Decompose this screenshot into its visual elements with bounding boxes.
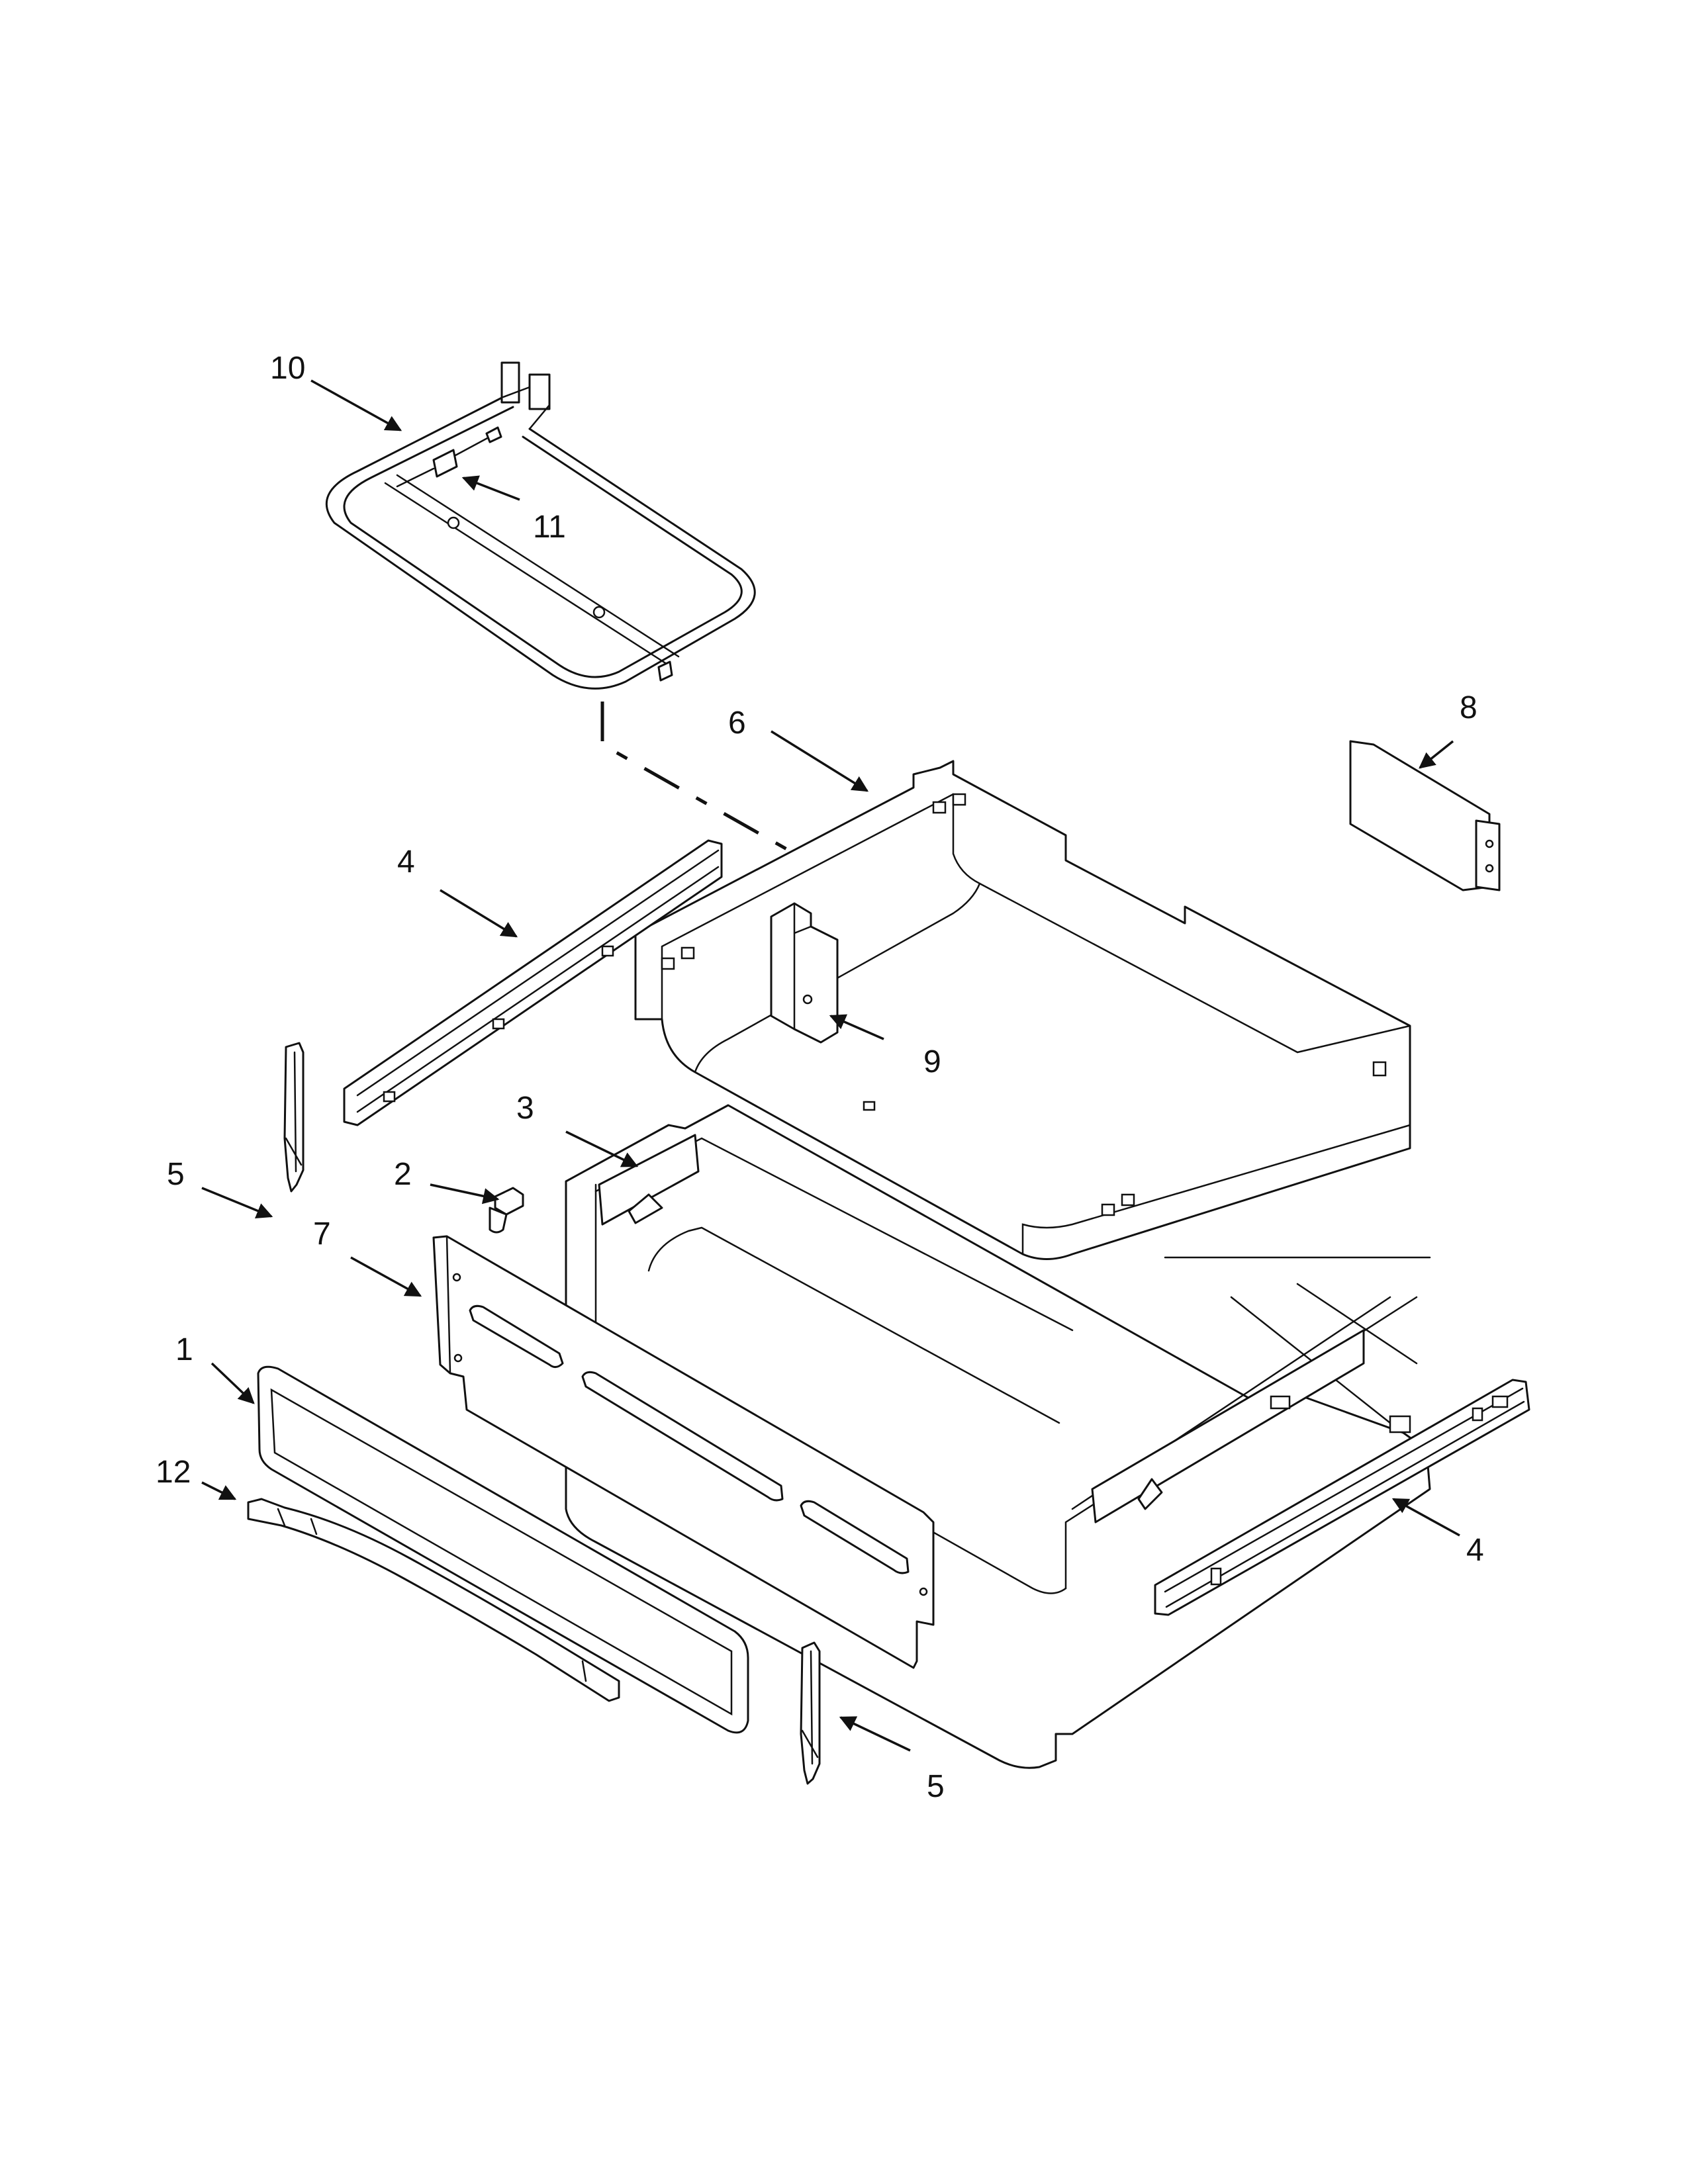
outer-front-panel-part	[257, 1365, 749, 1734]
callout-4-right: 4	[1466, 1533, 1484, 1568]
callout-10: 10	[270, 351, 305, 386]
callout-4-left: 4	[397, 844, 415, 880]
callout-9: 9	[923, 1044, 941, 1079]
inner-front-panel-part	[432, 1235, 935, 1669]
sensor-part	[396, 426, 502, 488]
drawer-liner-part	[634, 760, 1411, 1260]
callout-12: 12	[156, 1455, 191, 1490]
callout-labels: 10 11 6 8 4 9 3 5 2 7 1 12 4 5	[156, 351, 1484, 1804]
callout-3: 3	[516, 1091, 534, 1126]
screw-part	[489, 1187, 524, 1234]
callout-6: 6	[728, 705, 746, 741]
callout-7: 7	[313, 1216, 331, 1251]
right-slide-rail-part	[1154, 1379, 1530, 1616]
callout-2: 2	[394, 1157, 412, 1192]
callout-1: 1	[175, 1332, 193, 1367]
callout-5-left: 5	[167, 1157, 185, 1192]
bake-element-part	[325, 361, 756, 690]
callout-leaders	[201, 379, 1460, 1752]
drawer-body-part	[565, 1104, 1431, 1769]
handle-part	[247, 1498, 620, 1702]
bracket-part	[770, 902, 839, 1044]
bottom-clip-part	[800, 1641, 821, 1785]
callout-8: 8	[1460, 690, 1477, 725]
callout-11: 11	[533, 510, 566, 545]
callout-5-bottom: 5	[927, 1769, 945, 1804]
panel-part	[1349, 740, 1501, 891]
left-slide-rail-part	[343, 839, 723, 1126]
left-clip-part	[283, 1042, 305, 1193]
